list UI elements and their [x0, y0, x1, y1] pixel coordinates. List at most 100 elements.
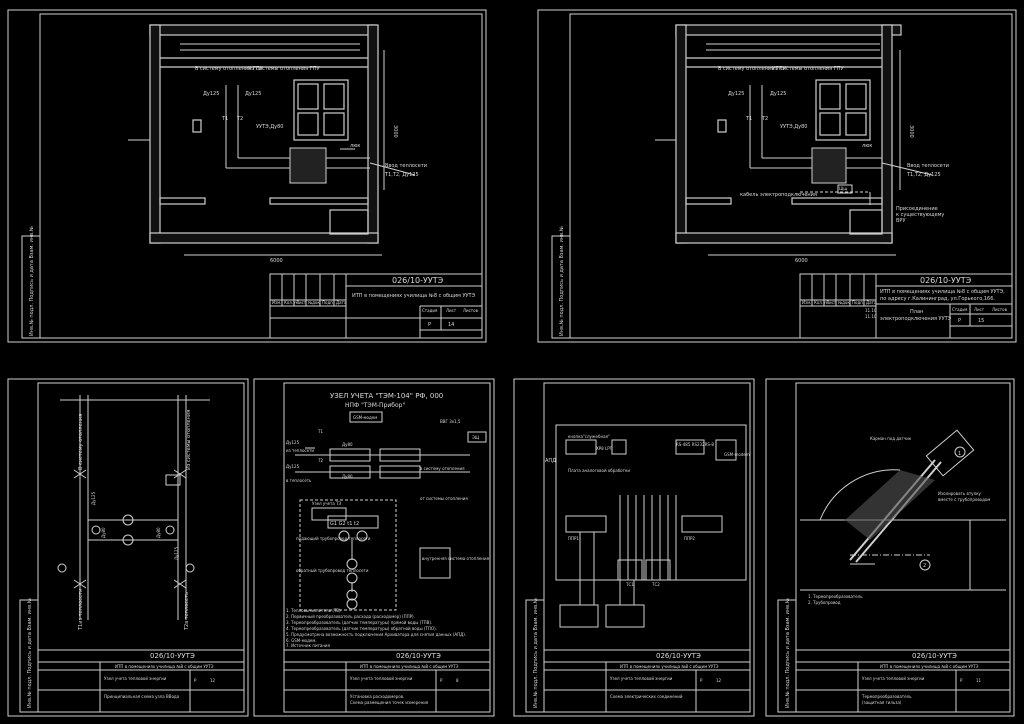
side-stamp [21, 235, 41, 339]
callout-1: 1 [958, 451, 961, 457]
label-reg: G1 G2 t1 t2 [330, 521, 359, 527]
stage-value: Р [428, 322, 431, 328]
col-list: Лист [826, 300, 837, 305]
label-sys-otop1: В систему отопления [78, 414, 84, 470]
sheet-number: 8 [456, 678, 459, 683]
title-block [283, 649, 491, 713]
sheets-header: Листов [463, 308, 479, 313]
label-pris3: ВРУ [896, 218, 906, 224]
label-tn1: Т1из теплосети [78, 589, 84, 631]
sheet-scheme-vvod: Инв.№ подл. Подпись и дата Взам. инв.№ В… [7, 378, 249, 717]
label-t1: Т1 [745, 116, 752, 122]
col-doc: №док. [838, 300, 851, 305]
dim-w: 6000 [270, 258, 283, 264]
plata-label: Плата аналоговой обработки [568, 468, 630, 473]
title-block [37, 649, 245, 713]
label-to-ts: в теплосеть [286, 478, 312, 483]
stage-value: Р [194, 678, 197, 683]
sheet-title: ИТП в помещениях училища №8 с общим УУТЭ [352, 293, 476, 299]
label-pris2: к существующему [896, 212, 944, 218]
sheet-name: Узел учета тепловой энергии [350, 676, 413, 681]
room-walls [675, 24, 902, 244]
side-stamp [551, 235, 571, 339]
sheet-name: Узел учета тепловой энергии [610, 676, 673, 681]
shch-label: ЭЩ [472, 435, 480, 440]
sheet-name2: Принципиальная схема узла ВВода [104, 694, 180, 699]
label-du125a: Ду125 [203, 91, 219, 97]
apd-label: АПД [545, 458, 556, 464]
izol-label-2: вместе с трубопроводом [938, 497, 990, 502]
date-2: 11.10 [865, 314, 877, 319]
label-cable: кабель электроподключения [740, 192, 817, 198]
note-3: 3. Термопреобразователь (датчик температ… [286, 620, 432, 625]
ts2-label: ТС2 [651, 582, 660, 587]
sheet-frame [37, 382, 245, 713]
leader-line [369, 162, 416, 176]
note-7: 7. Источник питания [286, 643, 331, 648]
sheet-title: ИТП в помещениях училища №8 с общим УУТЭ [620, 664, 719, 669]
sheet-number: 11 [976, 678, 982, 683]
label-t1: Т1 [317, 429, 323, 434]
dim-h: 3000 [908, 125, 914, 138]
sheet-border [537, 9, 1017, 343]
col-podp: Подп. [322, 300, 334, 305]
uute-unit [811, 147, 847, 184]
label-t1: Т1 [221, 116, 228, 122]
label-vvod: Ввод теплосети [907, 163, 949, 169]
label-d125a: Ду125 [91, 491, 96, 505]
sheet-subtitle2: электроподключения УУТЭ [880, 316, 952, 322]
sheet-border [7, 378, 249, 717]
sheet-title2: по адресу г.Калининград, ул.Горького,166… [880, 296, 995, 302]
sheet-header: Лист [446, 308, 457, 313]
note-2: 2. Трубопровод [808, 600, 841, 605]
label-to-gvs: В систему отопления ГПУ [195, 66, 263, 72]
label-du125b: Ду125 [245, 91, 261, 97]
sheet-number: 12 [716, 678, 722, 683]
sheet-code: 026/10-УУТЭ [392, 276, 444, 285]
header-1: УЗЕЛ УЧЕТА "ТЭМ-104" РФ, 000 [330, 392, 443, 400]
sheet-code: 026/10-УУТЭ [656, 652, 701, 660]
stage-header: Стадия [422, 308, 438, 313]
device-body [555, 424, 747, 628]
label-from-gvs: Из системы отопления ГПУ [772, 66, 844, 72]
side-stamp-text: Инв.№ подл. Подпись и дата Взам. инв.№ [27, 597, 33, 708]
title-block [795, 649, 1011, 713]
stage-value: Р [958, 318, 961, 324]
label-du80b: Ду80 [342, 474, 353, 479]
label-d80b: Ду80 [156, 527, 161, 538]
sheet-border [765, 378, 1015, 717]
note-4: 4. Термопреобразователь (датчик температ… [286, 626, 437, 631]
vvg-label: ВВГ 3х1,5 [440, 419, 461, 424]
label-d125b: Ду125 [174, 546, 179, 560]
gsm-box [349, 411, 383, 423]
label-t2: Т2 [317, 458, 323, 463]
note-5: 5. Предусмотрена возможность подключения… [286, 632, 466, 637]
sheets-header: Листов [992, 307, 1008, 312]
label-du125b: Ду125 [770, 91, 786, 97]
label-du80a: Ду80 [342, 442, 353, 447]
sheet-code: 026/10-УУТЭ [912, 652, 957, 660]
sheet-border [7, 9, 487, 343]
side-stamp-text: Инв.№ подл. Подпись и дата Взам. инв.№ [559, 225, 565, 336]
insulation-hatch [845, 470, 935, 540]
sheet-name: Узел учета тепловой энергии [862, 676, 925, 681]
label-vvod2: Т1,Т2, Ду125 [906, 172, 941, 178]
col-list: Лист [296, 300, 307, 305]
label-lyuk: люк [350, 143, 360, 149]
sheet-frame [795, 382, 1011, 713]
callout-2: 2 [923, 563, 926, 569]
col-kol: Кол.уч. [814, 300, 829, 305]
label-uute: УУТЭ,Ду80 [780, 124, 807, 130]
ts1-label: ТС1 [625, 582, 634, 587]
label-shch: Щщ [839, 186, 847, 191]
label-t2: Т2 [236, 116, 243, 122]
title-block [269, 273, 483, 339]
sheet-title: ИТП в помещениях училища №8 с общим УУТЭ [115, 664, 214, 669]
label-from-sys: от системы отопления [420, 496, 468, 501]
title-block [799, 273, 1013, 339]
label-lyuk: люк [862, 143, 872, 149]
scheme-pipes [295, 447, 470, 611]
label-feed: подающий трубопровод теплосети [296, 536, 371, 541]
rs-label: RS-485 RS232RS-8 [676, 442, 714, 447]
note-6: 6. GSM-модем. [286, 638, 317, 643]
